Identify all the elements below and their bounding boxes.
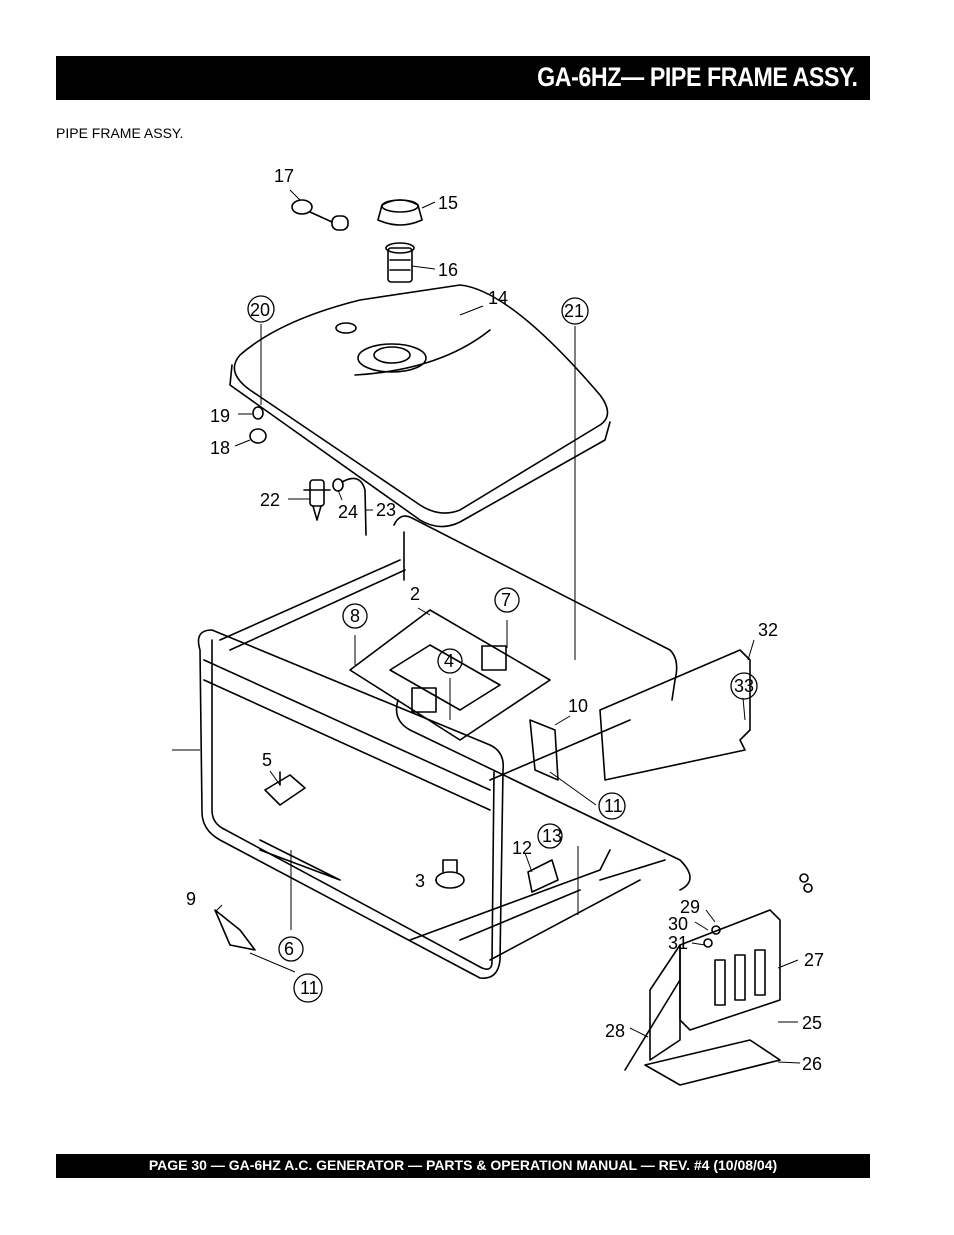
callout-label: 17 bbox=[274, 166, 294, 186]
callout-label: 26 bbox=[802, 1054, 822, 1074]
pipe-frame bbox=[197, 515, 691, 979]
page-title: GA-6HZ— PIPE FRAME ASSY. bbox=[537, 62, 859, 92]
callout-label: 2 bbox=[410, 584, 420, 604]
callout-label: 9 bbox=[186, 889, 196, 909]
callout-label: 5 bbox=[262, 750, 272, 770]
callout-label: 28 bbox=[605, 1021, 625, 1041]
leader-lines bbox=[172, 189, 801, 1064]
fuel-cap bbox=[377, 199, 423, 226]
battery-bracket bbox=[599, 649, 751, 781]
callout-label: 31 bbox=[668, 933, 688, 953]
callout-label: 22 bbox=[260, 490, 280, 510]
callout-label: 23 bbox=[376, 500, 396, 520]
callout-label: 14 bbox=[488, 288, 508, 308]
footer-bar: PAGE 30 — GA-6HZ A.C. GENERATOR — PARTS … bbox=[56, 1154, 870, 1178]
callout-label: 25 bbox=[802, 1013, 822, 1033]
engine-mount-plate bbox=[349, 609, 551, 741]
callout-label: 29 bbox=[680, 897, 700, 917]
callout-label: 27 bbox=[804, 950, 824, 970]
exploded-parts-diagram: 17 15 16 14 20 21 19 18 22 24 23 8 2 7 3… bbox=[160, 166, 824, 1086]
callout-label: 8 bbox=[350, 606, 360, 626]
callout-label: 6 bbox=[284, 939, 294, 959]
callout-label: 16 bbox=[438, 260, 458, 280]
callout-label: 21 bbox=[564, 301, 584, 321]
fuel-valve bbox=[303, 479, 331, 521]
footer-text: PAGE 30 — GA-6HZ A.C. GENERATOR — PARTS … bbox=[148, 1157, 778, 1173]
callout-label: 18 bbox=[210, 438, 230, 458]
callout-label: 13 bbox=[542, 826, 562, 846]
callout-label: 12 bbox=[512, 838, 532, 858]
battery-fasteners bbox=[703, 873, 813, 948]
callout-label: 24 bbox=[338, 502, 358, 522]
callout-label: 30 bbox=[668, 914, 688, 934]
fuel-tank bbox=[229, 284, 611, 528]
callout-label: 10 bbox=[568, 696, 588, 716]
callout-label: 32 bbox=[758, 620, 778, 640]
callout-label: 15 bbox=[438, 193, 458, 213]
callout-label: 33 bbox=[734, 676, 754, 696]
callout-label: 4 bbox=[444, 651, 454, 671]
header-bar: GA-6HZ— PIPE FRAME ASSY. bbox=[56, 56, 870, 100]
callout-label: 3 bbox=[415, 871, 425, 891]
section-label: PIPE FRAME ASSY. bbox=[56, 125, 184, 141]
grommet bbox=[252, 406, 264, 420]
bushing bbox=[249, 428, 267, 444]
fuel-strainer bbox=[385, 242, 415, 283]
callout-label: 7 bbox=[501, 590, 511, 610]
callout-label: 20 bbox=[250, 300, 270, 320]
callout-label: 11 bbox=[604, 796, 623, 816]
fuel-gauge bbox=[291, 199, 349, 231]
battery-box bbox=[624, 909, 781, 1086]
callout-label: 11 bbox=[300, 978, 319, 998]
callout-label: 19 bbox=[210, 406, 230, 426]
callout-labels: 17 15 16 14 20 21 19 18 22 24 23 8 2 7 3… bbox=[160, 166, 824, 1074]
callout-circles bbox=[247, 295, 758, 1003]
